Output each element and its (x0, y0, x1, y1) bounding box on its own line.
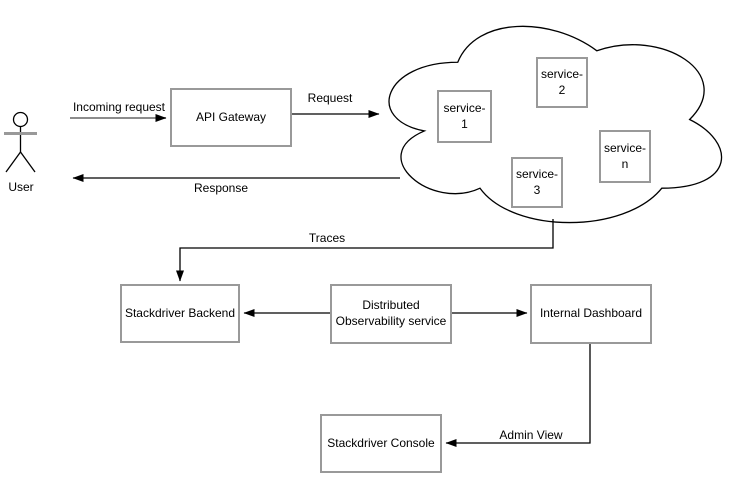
internal-dashboard-node: Internal Dashboard (530, 284, 652, 344)
request-label: Request (307, 91, 353, 105)
service-n-node: service- n (599, 130, 651, 183)
user-actor-label: User (8, 180, 34, 194)
service-1-node: service- 1 (437, 90, 492, 143)
response-label: Response (193, 181, 249, 195)
service-3-node: service- 3 (511, 157, 563, 208)
traces-label: Traces (308, 231, 346, 245)
api-gateway-node: API Gateway (170, 88, 292, 147)
user-actor-icon (4, 111, 37, 173)
service-2-node: service- 2 (536, 57, 588, 108)
admin-view-arrow (445, 344, 591, 447)
stackdriver-backend-node: Stackdriver Backend (120, 284, 240, 343)
admin-view-label: Admin View (499, 428, 563, 442)
stackdriver-console-node: Stackdriver Console (320, 414, 442, 473)
traces-arrow (176, 219, 554, 282)
distributed-observability-node: Distributed Observability service (330, 284, 452, 344)
incoming-request-label: Incoming request (72, 100, 166, 114)
